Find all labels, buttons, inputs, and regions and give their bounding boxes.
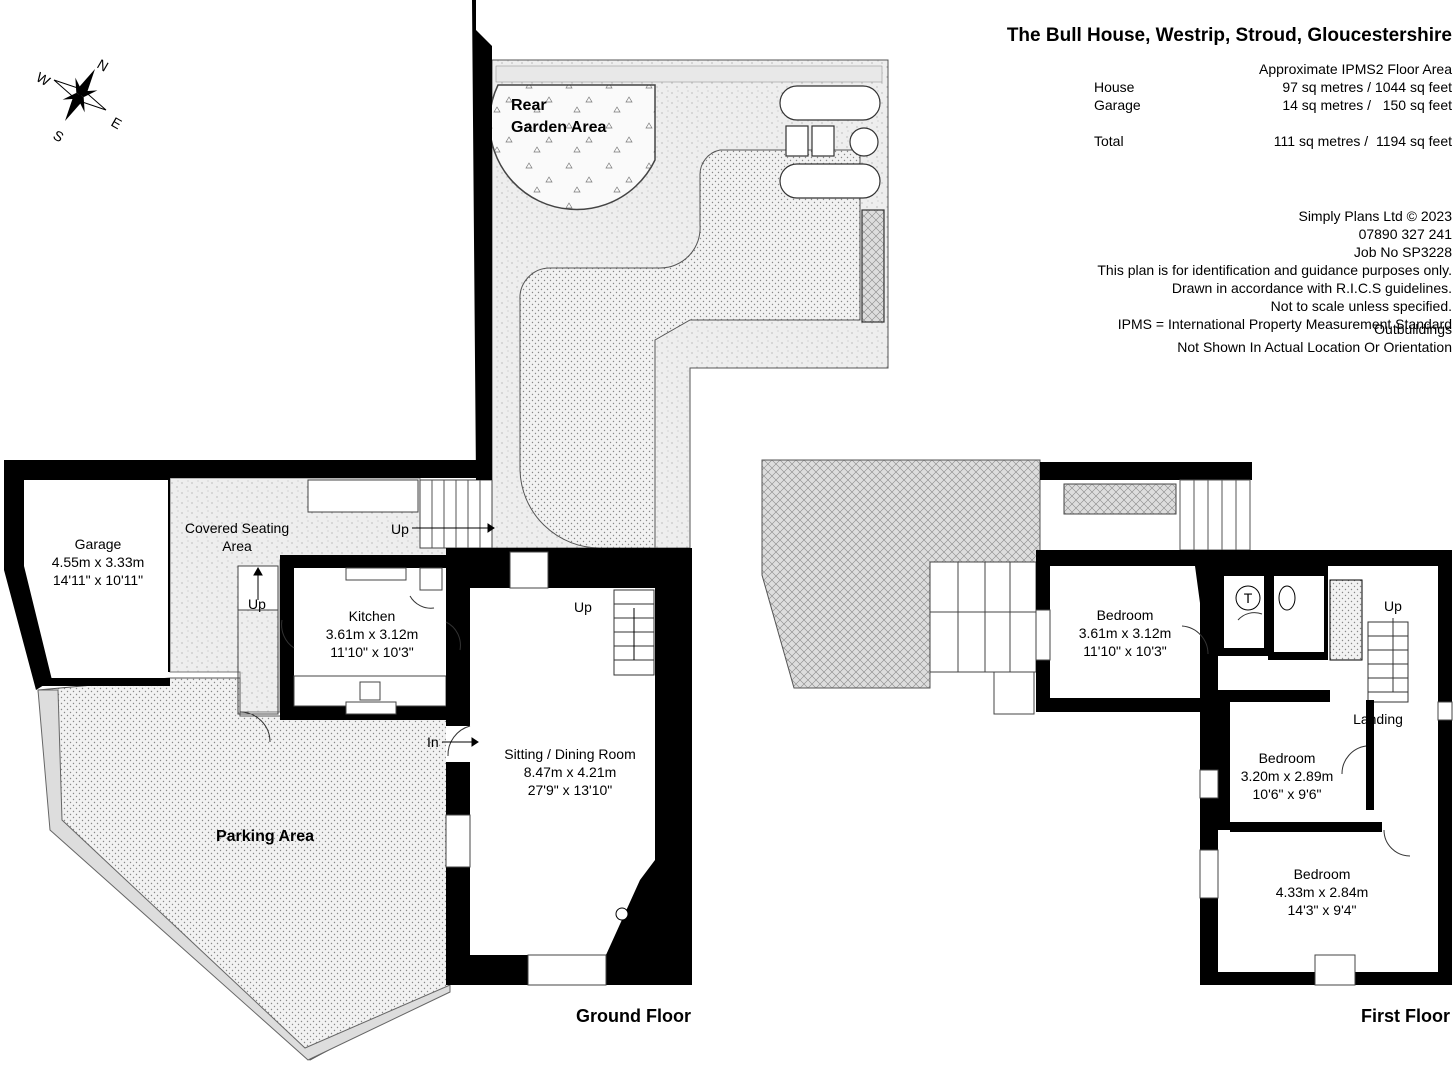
- bedroom3-metric: 4.33m x 2.84m: [1276, 884, 1369, 900]
- area-label: Garage: [1094, 97, 1141, 113]
- property-header: The Bull House, Westrip, Stroud, Glouces…: [932, 0, 1452, 51]
- area-row-total: Total 111 sq metres / 1194 sq feet: [1092, 132, 1452, 150]
- garage-metric: 4.55m x 3.33m: [52, 554, 145, 570]
- area-row-house: House 97 sq metres / 1044 sq feet: [1092, 78, 1452, 96]
- disclaimer-2: Drawn in accordance with R.I.C.S guideli…: [1171, 280, 1452, 296]
- wc-symbol: T: [1244, 590, 1253, 606]
- compass-s: S: [51, 127, 67, 146]
- garage-name: Garage: [75, 536, 122, 552]
- parking-area-label: Parking Area: [216, 828, 314, 845]
- rear-garden-label-2: Garden Area: [511, 119, 607, 136]
- disclaimer-4: IPMS = International Property Measuremen…: [1117, 316, 1452, 332]
- area-heading: Approximate IPMS2 Floor Area: [1259, 61, 1452, 77]
- sitting-room-metric: 8.47m x 4.21m: [524, 764, 617, 780]
- area-heading-row: Approximate IPMS2 Floor Area: [1092, 60, 1452, 78]
- bedroom3-name: Bedroom: [1294, 866, 1351, 882]
- area-value: 97 sq metres / 1044 sq feet: [1282, 79, 1452, 95]
- area-table: Approximate IPMS2 Floor Area House 97 sq…: [1092, 60, 1452, 150]
- bedroom2-metric: 3.20m x 2.89m: [1241, 768, 1334, 784]
- ground-floor-plan: Rear Garden Area Garage 4.55m x 3.33m 14…: [4, 0, 889, 1061]
- bedroom2-name: Bedroom: [1259, 750, 1316, 766]
- covered-seating-label-1: Covered Seating: [185, 520, 289, 536]
- kitchen-metric: 3.61m x 3.12m: [326, 626, 419, 642]
- up-label-first-floor: Up: [1384, 598, 1402, 614]
- in-label: In: [427, 734, 439, 750]
- landing-label: Landing: [1353, 711, 1403, 727]
- sitting-room-walls: [446, 548, 692, 985]
- outbuildings-line1: Outbuildings: [1374, 321, 1452, 337]
- outbuildings-note: Outbuildings Not Shown In Actual Locatio…: [1177, 320, 1452, 356]
- job-number: Job No SP3228: [1353, 244, 1452, 260]
- sitting-room-imperial: 27'9" x 13'10": [528, 782, 613, 798]
- disclaimer-1: This plan is for identification and guid…: [1097, 262, 1452, 278]
- first-floor-title: First Floor: [1361, 1006, 1450, 1026]
- kitchen-name: Kitchen: [349, 608, 396, 624]
- compass-rose-icon: N E S W: [34, 56, 125, 146]
- compass-w: W: [34, 69, 54, 90]
- bedroom2-imperial: 10'6" x 9'6": [1253, 786, 1322, 802]
- garage-imperial: 14'11" x 10'11": [53, 572, 143, 588]
- bedroom3-imperial: 14'3" x 9'4": [1288, 902, 1357, 918]
- area-value: 14 sq metres / 150 sq feet: [1282, 97, 1452, 113]
- bedroom1-name: Bedroom: [1097, 607, 1154, 623]
- area-value: 111 sq metres / 1194 sq feet: [1273, 133, 1452, 149]
- company-phone: 07890 327 241: [1358, 226, 1452, 242]
- area-label: Total: [1094, 133, 1124, 149]
- up-label-stairs: Up: [574, 599, 592, 615]
- bedroom1-metric: 3.61m x 3.12m: [1079, 625, 1172, 641]
- bedroom1-imperial: 11'10" x 10'3": [1083, 643, 1167, 659]
- property-title: The Bull House, Westrip, Stroud, Glouces…: [1006, 25, 1452, 46]
- disclaimer-3: Not to scale unless specified.: [1270, 298, 1452, 314]
- sitting-room-name: Sitting / Dining Room: [504, 746, 636, 762]
- area-row-garage: Garage 14 sq metres / 150 sq feet: [1092, 96, 1452, 114]
- kitchen-imperial: 11'10" x 10'3": [330, 644, 414, 660]
- area-label: House: [1094, 79, 1135, 95]
- first-floor-plan: T Bedroom 3.61m x 3.12m 11'10" x 10'3" L…: [761, 459, 1453, 1026]
- garden-furniture: [779, 85, 885, 323]
- up-label-garden: Up: [391, 521, 409, 537]
- covered-seating-label-2: Area: [222, 538, 252, 554]
- compass-e: E: [109, 114, 125, 133]
- compass-n: N: [95, 56, 112, 75]
- rear-garden-label-1: Rear: [511, 97, 547, 114]
- up-label-side: Up: [248, 596, 266, 612]
- ground-floor-title: Ground Floor: [576, 1006, 691, 1026]
- outbuildings-line2: Not Shown In Actual Location Or Orientat…: [1177, 339, 1452, 355]
- credits-block: Simply Plans Ltd © 2023 07890 327 241 Jo…: [1097, 207, 1452, 333]
- company-name: Simply Plans Ltd © 2023: [1298, 208, 1452, 224]
